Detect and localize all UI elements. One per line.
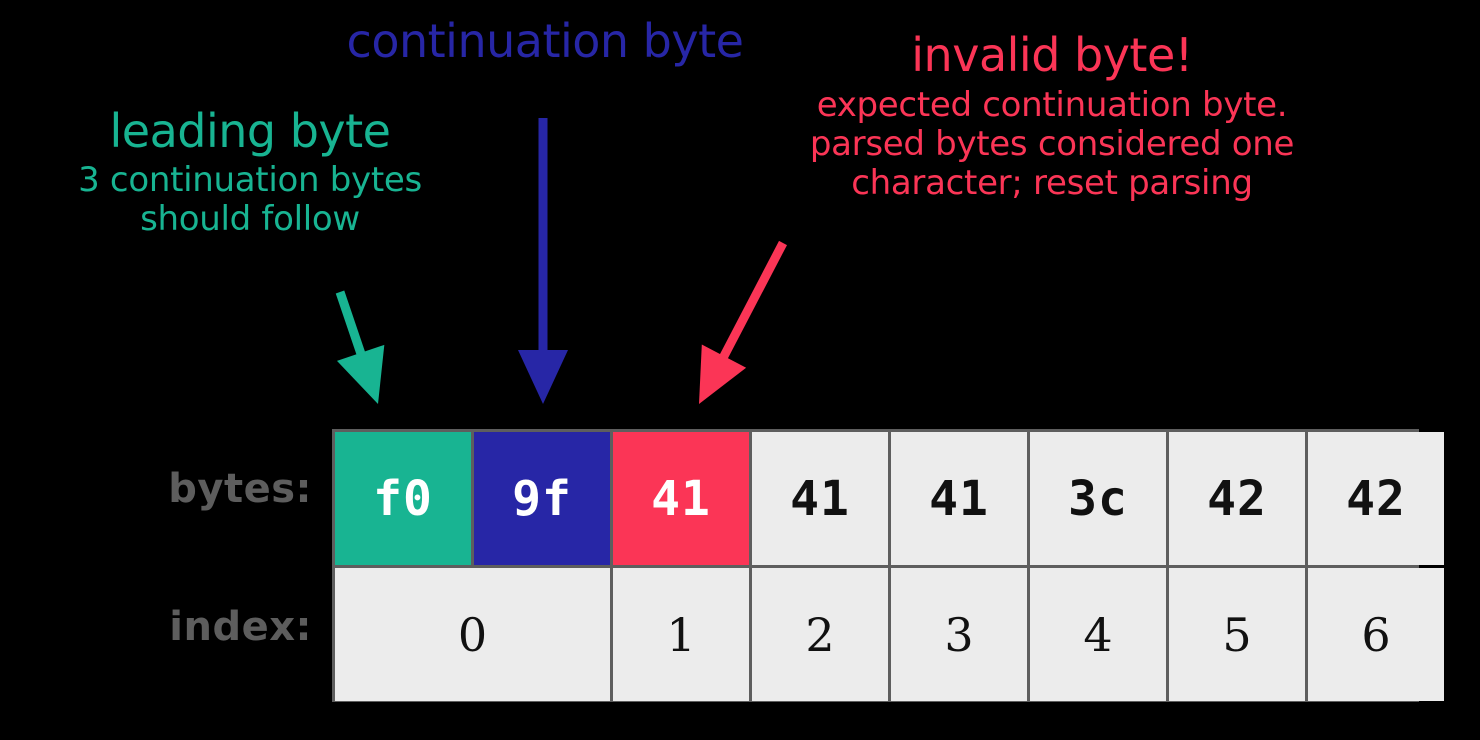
index-value: 5 bbox=[1222, 607, 1252, 662]
table-row-index: 0 1 2 3 4 5 6 bbox=[335, 568, 1444, 701]
continuation-byte-arrow-head bbox=[518, 350, 568, 404]
index-value: 1 bbox=[666, 607, 696, 662]
index-cell-6[interactable]: 6 bbox=[1308, 568, 1444, 701]
annotation-continuation-byte: continuation byte bbox=[300, 18, 790, 64]
index-value: 4 bbox=[1083, 607, 1113, 662]
byte-value: 3c bbox=[1068, 470, 1128, 527]
byte-cell-0[interactable]: f0 bbox=[335, 432, 471, 565]
byte-value: 42 bbox=[1207, 470, 1267, 527]
index-cell-1[interactable]: 1 bbox=[613, 568, 749, 701]
byte-cell-7[interactable]: 42 bbox=[1308, 432, 1444, 565]
invalid-byte-arrow-head bbox=[699, 344, 747, 404]
annotation-leading-byte: leading byte 3 continuation bytes should… bbox=[20, 108, 480, 241]
annotation-leading-byte-heading: leading byte bbox=[109, 104, 391, 158]
index-cell-4[interactable]: 4 bbox=[1030, 568, 1166, 701]
byte-cell-3[interactable]: 41 bbox=[752, 432, 888, 565]
index-cell-5[interactable]: 5 bbox=[1169, 568, 1305, 701]
byte-value: 9f bbox=[512, 470, 572, 527]
index-value: 6 bbox=[1361, 607, 1391, 662]
byte-table: f0 9f 41 41 41 3c 42 42 0 1 2 3 4 5 6 bbox=[332, 429, 1444, 702]
byte-cell-5[interactable]: 3c bbox=[1030, 432, 1166, 565]
index-cell-0[interactable]: 0 bbox=[335, 568, 610, 701]
byte-cell-2[interactable]: 41 bbox=[613, 432, 749, 565]
annotation-leading-byte-line-2: should follow bbox=[140, 199, 360, 239]
annotation-invalid-byte-line-3: character; reset parsing bbox=[851, 163, 1253, 203]
index-cell-3[interactable]: 3 bbox=[891, 568, 1027, 701]
byte-cell-6[interactable]: 42 bbox=[1169, 432, 1305, 565]
row-label-index: index: bbox=[169, 604, 312, 650]
byte-cell-4[interactable]: 41 bbox=[891, 432, 1027, 565]
table-row-bytes: f0 9f 41 41 41 3c 42 42 bbox=[335, 432, 1444, 565]
annotation-invalid-byte-line-1: expected continuation byte. bbox=[816, 85, 1288, 125]
annotation-leading-byte-line-1: 3 continuation bytes bbox=[78, 160, 422, 200]
byte-value: 41 bbox=[790, 470, 850, 527]
index-cell-2[interactable]: 2 bbox=[752, 568, 888, 701]
leading-byte-arrow-shaft bbox=[335, 290, 367, 360]
row-label-bytes: bytes: bbox=[168, 466, 312, 512]
annotation-invalid-byte-line-2: parsed bytes considered one bbox=[809, 124, 1295, 164]
byte-value: f0 bbox=[373, 470, 433, 527]
index-value: 3 bbox=[944, 607, 974, 662]
byte-cell-1[interactable]: 9f bbox=[474, 432, 610, 565]
invalid-byte-arrow-shaft bbox=[717, 240, 787, 364]
annotation-invalid-byte-heading: invalid byte! bbox=[911, 28, 1193, 82]
index-value: 2 bbox=[805, 607, 835, 662]
index-value: 0 bbox=[457, 607, 488, 662]
byte-value: 41 bbox=[929, 470, 989, 527]
annotation-continuation-byte-heading: continuation byte bbox=[346, 14, 744, 68]
leading-byte-arrow-head bbox=[336, 344, 385, 404]
annotation-invalid-byte: invalid byte! expected continuation byte… bbox=[742, 32, 1362, 205]
byte-value: 42 bbox=[1346, 470, 1406, 527]
byte-value: 41 bbox=[651, 470, 711, 527]
